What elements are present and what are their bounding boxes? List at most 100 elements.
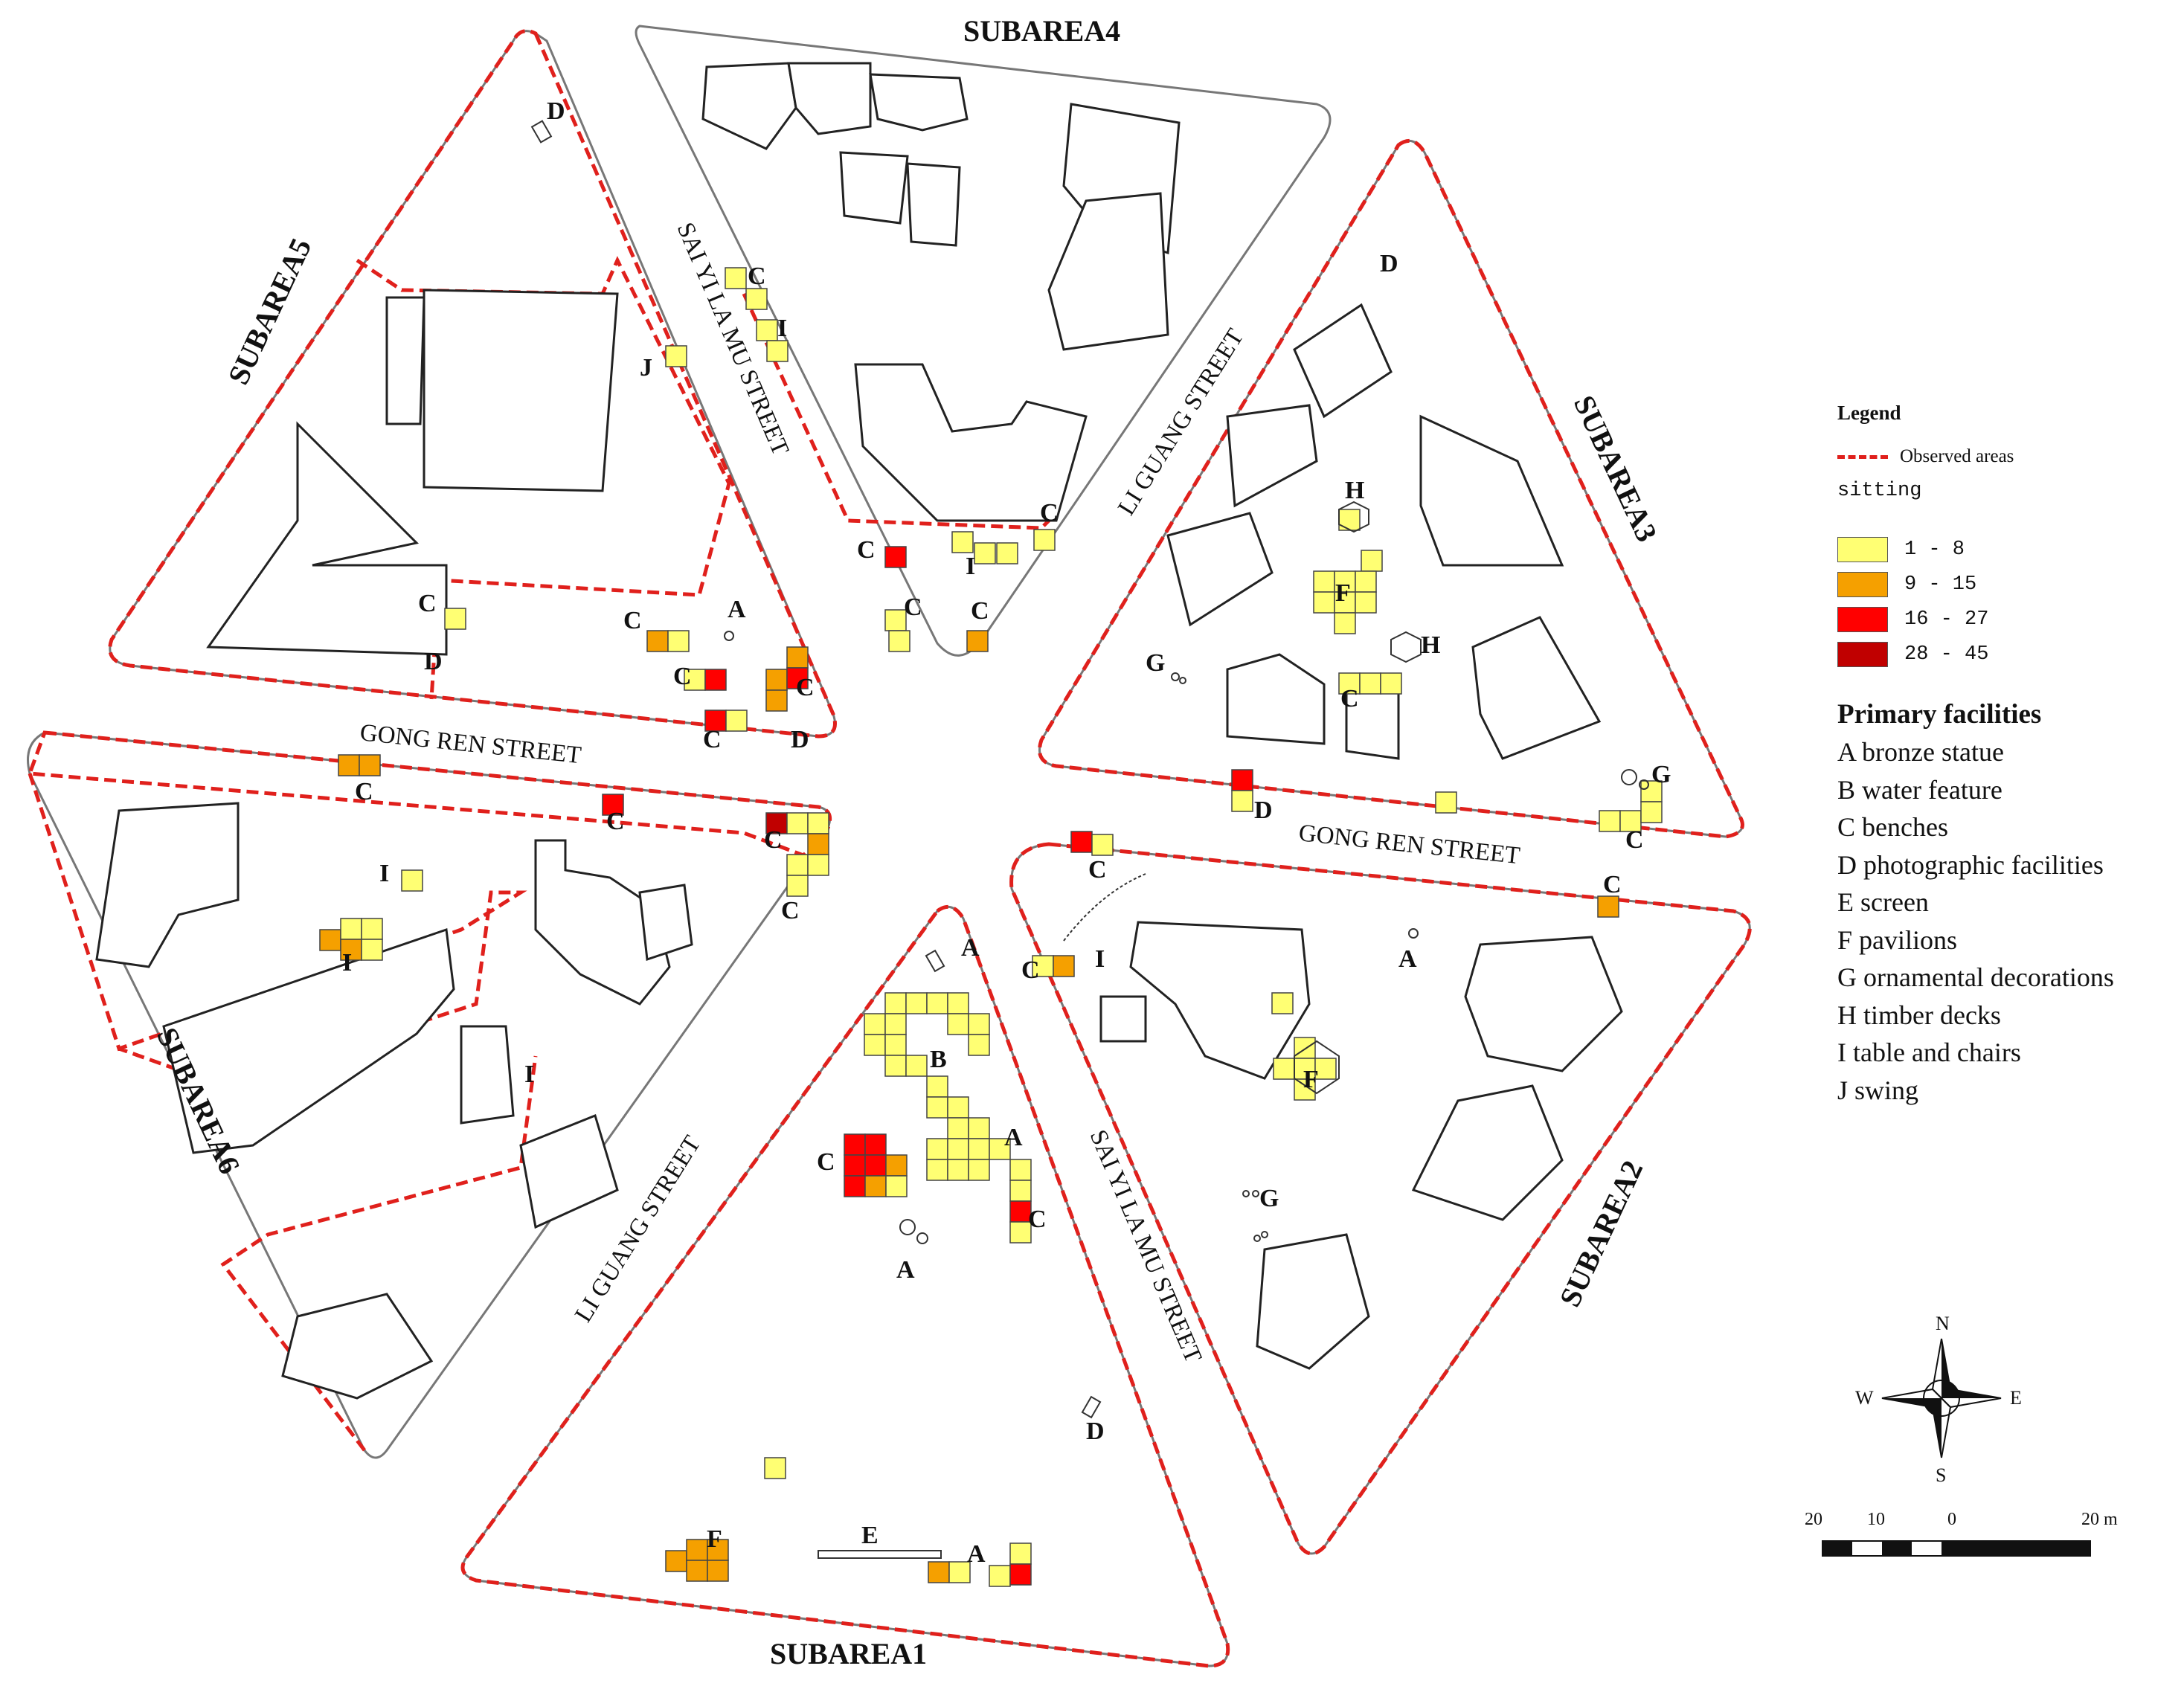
facility-label-c: C <box>623 607 642 634</box>
facility-label-c: C <box>904 593 922 621</box>
facility-label-c: C <box>1021 956 1040 984</box>
heat-cell <box>996 542 1018 564</box>
facility-label-d: D <box>1254 797 1273 824</box>
heat-cells <box>319 267 1663 1587</box>
facility-label-b: B <box>930 1046 947 1073</box>
heat-cell <box>1338 672 1361 695</box>
heat-cell <box>947 992 969 1014</box>
heat-cell <box>1599 810 1621 832</box>
heat-cell <box>1619 810 1642 832</box>
facility-label-c: C <box>1028 1206 1047 1233</box>
heat-cell <box>974 542 996 564</box>
heat-cell <box>926 1075 948 1098</box>
heat-cell <box>989 1138 1011 1160</box>
facility-item: J swing <box>1837 1075 1919 1105</box>
heat-cell <box>786 854 809 876</box>
heat-cell <box>948 1561 971 1583</box>
heat-cell <box>885 1175 908 1197</box>
heat-cell <box>864 1154 887 1177</box>
heat-cell <box>1273 1058 1295 1080</box>
heat-cell <box>764 1457 786 1479</box>
legend-class: 16 - 27 <box>1837 602 2180 637</box>
facility-item: C benches <box>1837 812 1948 842</box>
scale-tick: 20 m <box>2081 1510 2118 1529</box>
heat-cell <box>444 608 466 630</box>
heat-cell <box>968 1013 990 1035</box>
heat-cell <box>361 939 383 961</box>
heat-cell <box>686 1560 708 1582</box>
heat-cell <box>968 1117 990 1139</box>
heat-cell <box>1070 831 1093 853</box>
heat-cell <box>361 918 383 940</box>
heat-cell <box>1313 591 1335 614</box>
facility-label-e: E <box>861 1522 879 1549</box>
heat-cell <box>947 1096 969 1119</box>
heat-cell <box>745 288 768 310</box>
compass-e: E <box>2010 1387 2022 1409</box>
legend-classes: 1 - 8 9 - 15 16 - 27 28 - 45 <box>1837 532 2180 672</box>
facility-item: A bronze statue <box>1837 737 2004 767</box>
heat-cell <box>1338 509 1361 531</box>
facility-item: D photographic facilities <box>1837 849 2104 880</box>
heat-cell <box>864 1133 887 1156</box>
heat-cell <box>686 1539 708 1561</box>
heat-cell <box>968 1034 990 1056</box>
facility-label-c: C <box>1340 685 1359 712</box>
heat-cell <box>602 794 624 816</box>
facility-label-c: C <box>857 536 876 564</box>
facility-label-c: C <box>764 826 783 854</box>
heat-cell <box>1009 1180 1032 1202</box>
legend-measure: sitting <box>1837 480 1922 502</box>
heat-cell <box>926 1159 948 1181</box>
heat-cell <box>786 812 809 834</box>
scale-tick: 20 <box>1805 1510 1822 1529</box>
facility-label-f: F <box>707 1525 722 1553</box>
compass-s: S <box>1936 1464 1946 1486</box>
facility-label-c: C <box>748 263 766 290</box>
facility-label-i: I <box>777 315 787 342</box>
heat-cell <box>786 646 809 669</box>
facility-label-h: H <box>1421 631 1440 659</box>
heat-cell <box>884 546 907 568</box>
heat-cell <box>926 1138 948 1160</box>
facility-label-c: C <box>606 808 625 835</box>
heat-cell <box>725 267 747 289</box>
street-label: GONG REN STREET <box>1297 820 1521 869</box>
heat-cell <box>1009 1221 1032 1244</box>
facility-label-d: D <box>547 97 565 125</box>
heat-cell <box>1640 801 1663 823</box>
heat-cell <box>707 1560 729 1582</box>
facility-label-c: C <box>1040 499 1059 527</box>
heat-cell <box>1380 672 1402 695</box>
color-swatch-icon <box>1837 536 1888 562</box>
heat-cell <box>1435 791 1457 814</box>
facility-label-c: C <box>355 778 373 805</box>
heat-cell <box>968 1159 990 1181</box>
heat-cell <box>951 531 974 553</box>
heat-cell <box>765 669 788 691</box>
heat-cell <box>1271 992 1294 1014</box>
heat-cell <box>786 667 809 689</box>
heat-cell <box>319 929 341 951</box>
facilities-title: Primary facilities <box>1837 699 2042 730</box>
facility-item: F pavilions <box>1837 924 1958 955</box>
facility-label-c: C <box>796 674 815 701</box>
street-label: GONG REN STREET <box>359 719 582 769</box>
legend-class-label: 16 - 27 <box>1904 608 1989 631</box>
heat-cell <box>1009 1563 1032 1586</box>
heat-cell <box>844 1133 866 1156</box>
facility-label-g: G <box>1146 649 1165 677</box>
heat-cell <box>947 1013 969 1035</box>
legend-class-label: 9 - 15 <box>1904 573 1977 596</box>
heat-cell <box>966 630 989 652</box>
heat-cell <box>725 710 748 732</box>
heat-cell <box>359 754 381 776</box>
heat-cell <box>926 992 948 1014</box>
heat-cell <box>884 609 907 631</box>
facility-label-i: I <box>379 860 389 887</box>
heat-cell <box>1355 570 1377 593</box>
heat-cell <box>1231 790 1253 812</box>
facility-label-i: I <box>342 949 352 977</box>
legend-class-label: 28 - 45 <box>1904 643 1989 666</box>
facility-label-a: A <box>1398 945 1417 973</box>
